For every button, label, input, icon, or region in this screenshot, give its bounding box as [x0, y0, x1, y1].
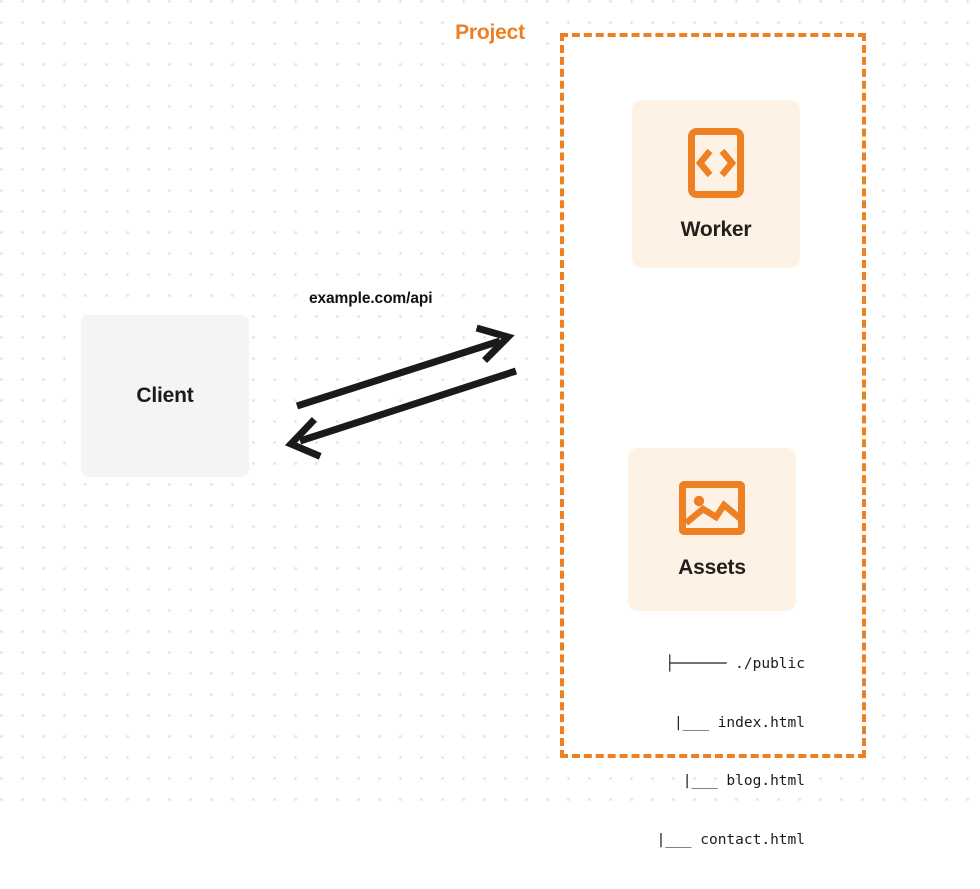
code-brackets-icon [687, 127, 745, 204]
file-tree: ├────── ./public |___ index.html |___ bl… [560, 616, 805, 889]
worker-card[interactable]: Worker [632, 100, 800, 268]
client-box: Client [81, 315, 249, 477]
project-title: Project [448, 21, 532, 45]
file-tree-row: ├────── ./public [665, 656, 805, 672]
assets-card[interactable]: Assets [628, 448, 796, 611]
file-tree-row: |___ contact.html [656, 831, 805, 848]
file-tree-row: |___ index.html [674, 714, 805, 731]
architecture-diagram: Client example.com/api Project Worker [0, 0, 980, 848]
image-picture-icon [678, 479, 746, 542]
response-arrow [284, 367, 518, 460]
assets-label: Assets [678, 556, 746, 579]
connection-label: example.com/api [309, 290, 433, 307]
file-tree-row: |___ blog.html [682, 773, 805, 789]
request-arrow [295, 324, 515, 410]
worker-label: Worker [680, 217, 752, 241]
client-label: Client [136, 384, 194, 407]
